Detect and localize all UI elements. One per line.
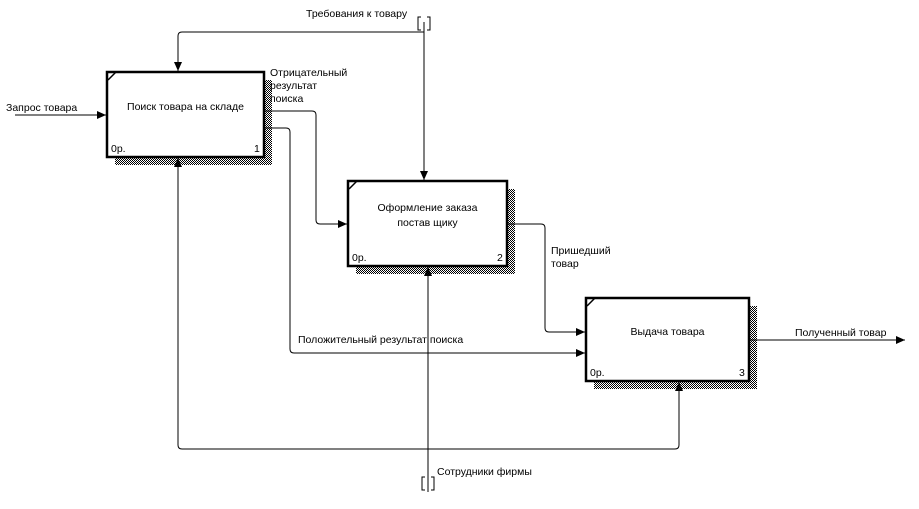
box-3-cost: 0р.	[590, 367, 605, 379]
arrow-positive-result[interactable]	[264, 127, 585, 357]
box-1-number: 1	[254, 143, 260, 155]
label-input-request: Запрос товара	[6, 102, 78, 114]
label-output-received: Полученный товар	[795, 327, 887, 339]
tunnel-brackets	[417, 16, 435, 491]
arrow-mechanism-to-box1[interactable]	[174, 158, 428, 450]
control-tunnel-icon	[417, 16, 431, 31]
box-2-title-line-1: Оформление заказа	[377, 202, 478, 214]
activity-box-1[interactable]	[105, 70, 266, 159]
activity-box-2[interactable]	[346, 179, 509, 268]
arrow-control-to-box1[interactable]	[174, 31, 424, 71]
label-mechanism-staff: Сотрудники фирмы	[437, 466, 532, 478]
arrow-negative-result[interactable]	[264, 110, 347, 228]
box-2-title-line-2: постав щику	[397, 217, 458, 229]
label-arrived-goods-line-1: Пришедший	[551, 245, 611, 257]
label-negative-result-line-1: Отрицательный	[270, 67, 348, 79]
label-control-requirements: Требования к товару	[306, 8, 408, 20]
box-1-cost: 0р.	[111, 143, 126, 155]
label-arrived-goods-line-2: товар	[551, 258, 579, 270]
box-2-title: Оформление заказа постав щику	[348, 201, 507, 231]
mechanism-tunnel-icon	[421, 476, 435, 491]
box-3-title: Выдача товара	[630, 326, 705, 338]
arrow-mechanism-to-box3[interactable]	[428, 382, 683, 450]
box-2-cost: 0р.	[352, 252, 367, 264]
label-positive-result: Положительный результат поиска	[298, 334, 464, 346]
box-1-title: Поиск товара на складе	[127, 101, 244, 113]
label-negative-result-line-2: результат	[270, 80, 318, 92]
label-negative-result: Отрицательный результат поиска	[270, 67, 347, 106]
arrow-arrived-goods[interactable]	[507, 223, 585, 336]
label-arrived-goods: Пришедший товар	[551, 245, 611, 271]
label-negative-result-line-3: поиска	[270, 93, 304, 105]
box-3-number: 3	[739, 367, 745, 379]
box-2-number: 2	[497, 252, 503, 264]
